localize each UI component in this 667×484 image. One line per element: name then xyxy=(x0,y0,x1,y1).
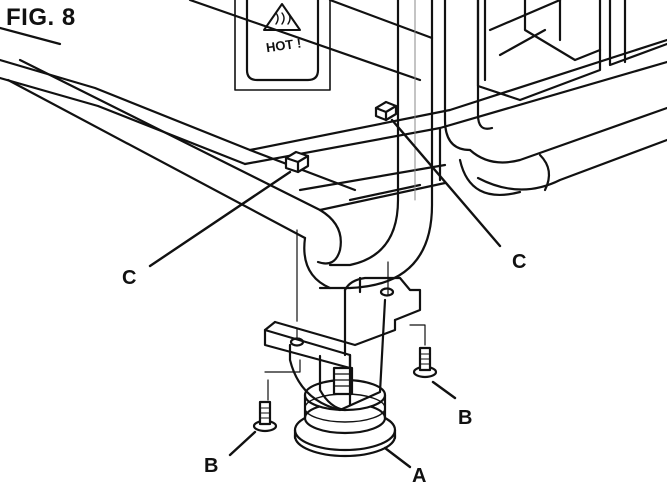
leveling-foot xyxy=(293,378,397,458)
nut-left xyxy=(284,150,310,174)
callout-c-left: C xyxy=(122,267,136,289)
foot-assembly xyxy=(252,276,438,458)
warning-label: HOT ! xyxy=(234,0,331,91)
leader-lines xyxy=(148,118,502,469)
bolt-right xyxy=(412,346,438,379)
shelf-plate xyxy=(243,38,667,212)
hot-surface-warning-icon xyxy=(263,3,301,31)
callout-c-right: C xyxy=(512,251,526,273)
callout-b-right: B xyxy=(458,407,472,429)
vertical-tube-right xyxy=(443,0,667,196)
frame-top-rails xyxy=(0,0,434,192)
callout-b-left: B xyxy=(204,455,218,477)
upper-right-frame xyxy=(476,0,667,102)
bolt-left xyxy=(252,400,278,433)
figure-title: FIG. 8 xyxy=(6,4,76,31)
warning-label-text: HOT ! xyxy=(265,35,302,55)
nut-right xyxy=(374,100,398,122)
mounting-bracket xyxy=(263,276,422,412)
callout-a: A xyxy=(412,465,426,484)
